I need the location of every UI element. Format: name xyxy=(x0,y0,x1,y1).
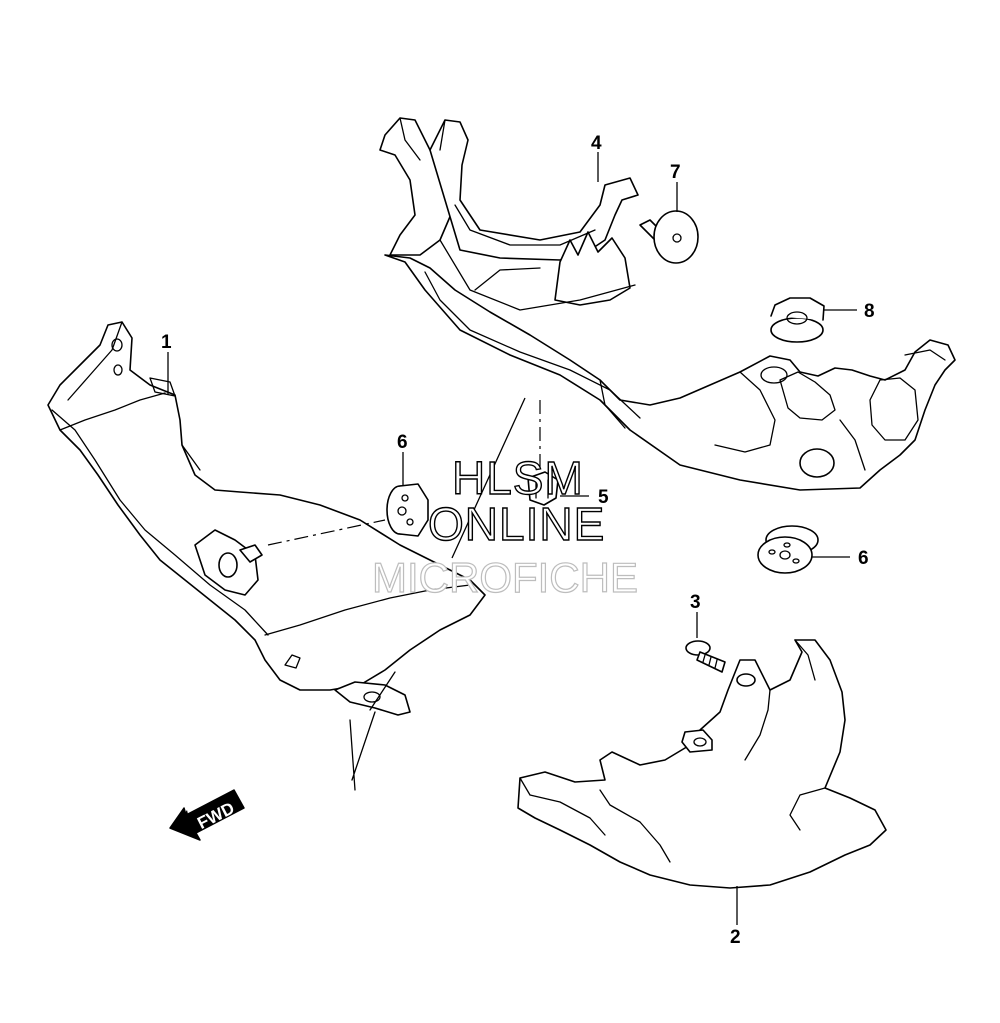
part-8-grommet xyxy=(770,297,825,343)
watermark-line-1: HLSM xyxy=(452,452,584,504)
part-6-grommet-right xyxy=(757,525,819,574)
callout-5: 5 xyxy=(598,487,609,508)
callout-6-left: 6 xyxy=(397,432,408,453)
fwd-arrow-icon: FWD xyxy=(169,789,245,841)
part-6-grommet-left xyxy=(386,483,429,537)
part-1-left-cowl xyxy=(47,321,486,791)
watermark: HLSM ONLINE MICROFICHE xyxy=(371,451,638,601)
callout-3: 3 xyxy=(690,592,701,613)
leader-lines xyxy=(167,152,857,925)
watermark-line-3: MICROFICHE xyxy=(372,554,638,601)
part-7-rivet xyxy=(639,210,699,264)
part-4-bracket xyxy=(379,117,639,311)
callout-2: 2 xyxy=(730,927,741,948)
callout-1: 1 xyxy=(161,332,172,353)
alignment-lines xyxy=(267,397,541,559)
callout-7: 7 xyxy=(670,162,681,183)
part-4-crossmember xyxy=(384,254,956,491)
callout-labels: 1 4 7 8 5 6 6 3 2 xyxy=(161,133,875,948)
callout-4: 4 xyxy=(591,133,602,154)
watermark-line-2: ONLINE xyxy=(428,498,605,550)
part-5-clip xyxy=(527,471,559,506)
callout-6-right: 6 xyxy=(858,548,869,569)
callout-8: 8 xyxy=(864,301,875,322)
part-3-screw xyxy=(685,640,726,673)
part-2-right-cowl xyxy=(517,639,887,889)
